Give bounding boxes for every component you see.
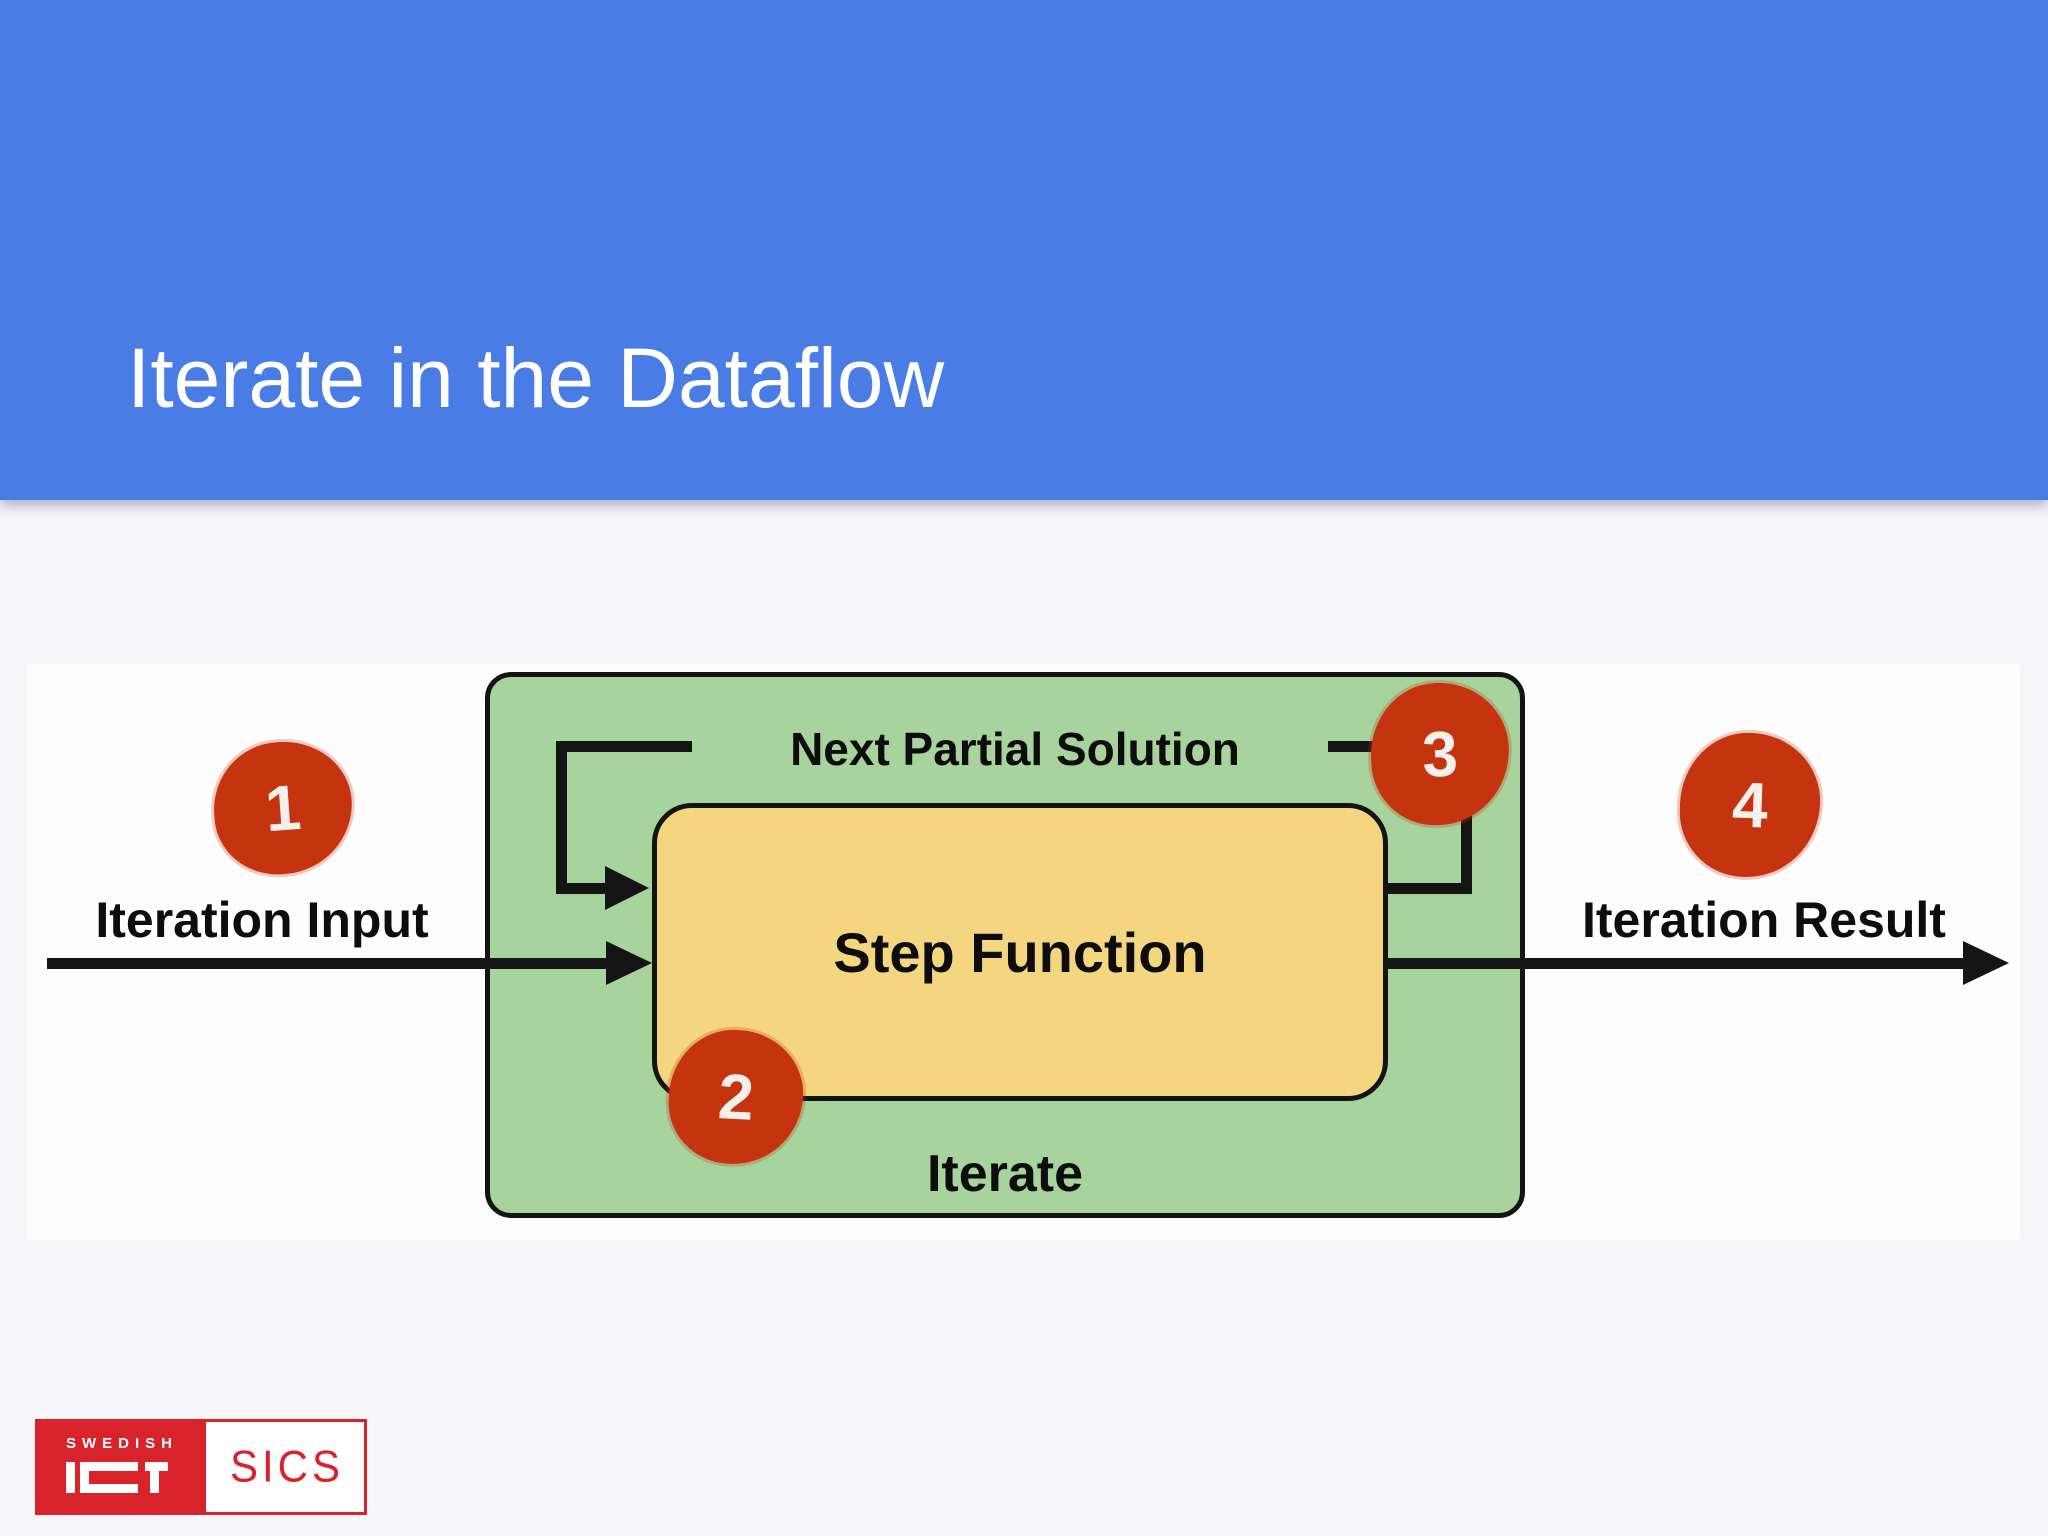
ict-glyph-c-bottom — [80, 1484, 138, 1493]
swedish-ict-sics-logo: SWEDISH SICS — [35, 1419, 367, 1515]
iteration-input-line — [47, 958, 607, 969]
feedback-line-top — [556, 741, 692, 752]
iterate-label: Iterate — [926, 1145, 1084, 1203]
iteration-result-line — [1388, 958, 1963, 969]
feedback-line-right-dash — [1328, 741, 1376, 752]
swedish-ict-logo-block: SWEDISH — [35, 1419, 203, 1515]
ict-glyph-t-top — [145, 1462, 168, 1471]
page-title: Iterate in the Dataflow — [127, 331, 945, 425]
ict-glyph-c-left — [80, 1462, 89, 1493]
feedback-line-right-vertical — [1461, 749, 1472, 894]
sics-logo-block: SICS — [203, 1419, 367, 1515]
feedback-line-into-step — [556, 883, 612, 894]
sics-label: SICS — [229, 1441, 345, 1492]
next-partial-solution-label: Next Partial Solution — [790, 723, 1240, 775]
badge-3-number: 3 — [1420, 717, 1460, 791]
badge-1-number: 1 — [262, 770, 304, 846]
swedish-label: SWEDISH — [65, 1435, 178, 1452]
badge-1: 1 — [209, 737, 357, 879]
badge-2-number: 2 — [716, 1060, 756, 1134]
slide-header: Iterate in the Dataflow — [0, 0, 2048, 500]
badge-4-number: 4 — [1730, 768, 1770, 842]
ict-glyph-t-stem — [150, 1469, 159, 1493]
ict-glyph-c-top — [80, 1462, 138, 1471]
feedback-arrowhead-icon — [605, 866, 649, 910]
iteration-input-label: Iteration Input — [95, 892, 429, 948]
iteration-result-arrowhead-icon — [1963, 941, 2009, 985]
iteration-result-label: Iteration Result — [1582, 892, 1946, 948]
badge-4: 4 — [1677, 730, 1823, 880]
feedback-line-left-vertical — [556, 741, 567, 893]
ict-glyph-i-bar — [66, 1462, 75, 1493]
feedback-line-from-step — [1388, 883, 1472, 894]
step-function-label: Step Function — [833, 920, 1207, 984]
iteration-input-arrowhead-icon — [606, 941, 652, 985]
diagram-panel: Step Function Next Partial Solution Iter… — [27, 664, 2020, 1240]
